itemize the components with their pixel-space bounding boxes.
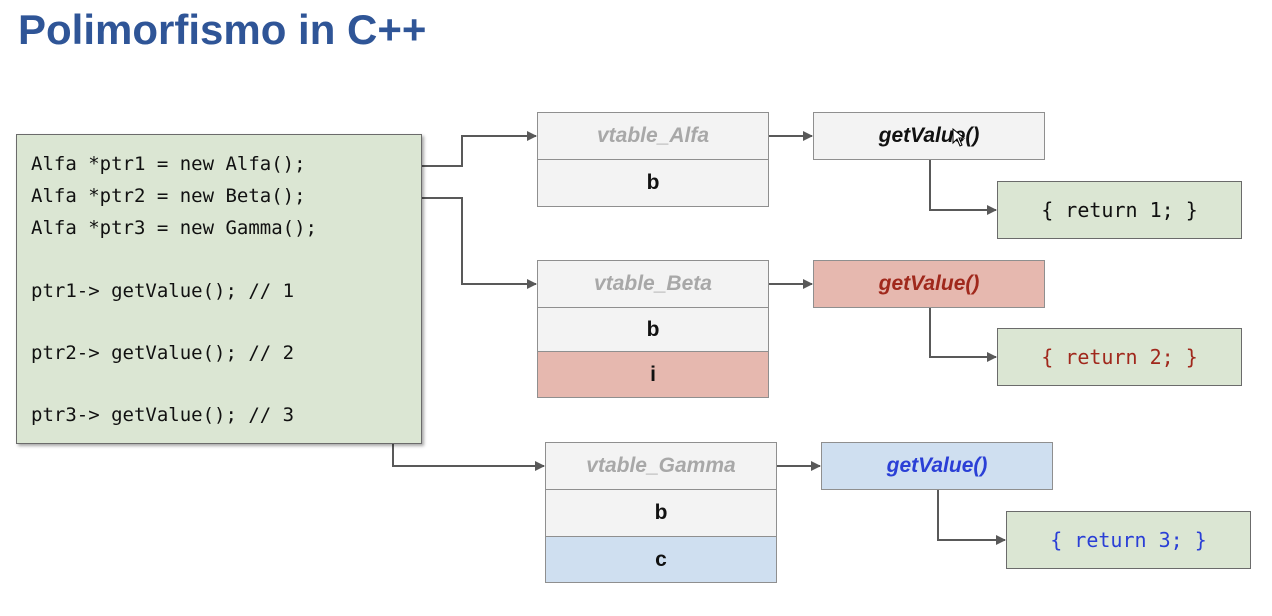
alfa-field-b: b (537, 159, 769, 207)
beta-getvalue: getValue() (813, 260, 1045, 308)
beta-field-i: i (537, 351, 769, 398)
arrow-alfa-func-to-ret (929, 160, 997, 215)
gamma-getvalue: getValue() (821, 442, 1053, 490)
code-line: ptr1-> getValue(); // 1 (31, 280, 295, 302)
arrow-ptr2-to-beta (386, 197, 537, 289)
vtable-beta-header: vtable_Beta (537, 260, 769, 308)
alfa-return: { return 1; } (997, 181, 1242, 239)
beta-field-b: b (537, 307, 769, 352)
slide-title: Polimorfismo in C++ (18, 6, 427, 53)
code-line: Alfa *ptr2 = new Beta(); (31, 185, 306, 207)
gamma-field-b: b (545, 489, 777, 537)
arrow-gamma-func-to-ret (937, 490, 1006, 545)
code-line: ptr2-> getValue(); // 2 (31, 342, 295, 364)
code-line: ptr3-> getValue(); // 3 (31, 404, 295, 426)
beta-return: { return 2; } (997, 328, 1242, 386)
vtable-gamma-header: vtable_Gamma (545, 442, 777, 490)
vtable-alfa-header: vtable_Alfa (537, 112, 769, 160)
arrow-beta-func-to-ret (929, 308, 997, 362)
vtable-beta-label: vtable_Beta (590, 272, 716, 296)
vtable-gamma-label: vtable_Gamma (582, 454, 740, 478)
code-line: Alfa *ptr3 = new Gamma(); (31, 217, 317, 239)
gamma-field-c: c (545, 536, 777, 583)
alfa-getvalue: getValue() (813, 112, 1045, 160)
vtable-alfa-label: vtable_Alfa (592, 124, 714, 148)
gamma-return: { return 3; } (1006, 511, 1251, 569)
code-box: Alfa *ptr1 = new Alfa(); Alfa *ptr2 = ne… (16, 134, 422, 444)
code-line: Alfa *ptr1 = new Alfa(); (31, 153, 306, 175)
arrow-ptr1-to-alfa (388, 131, 537, 167)
mouse-cursor-icon (952, 128, 966, 147)
